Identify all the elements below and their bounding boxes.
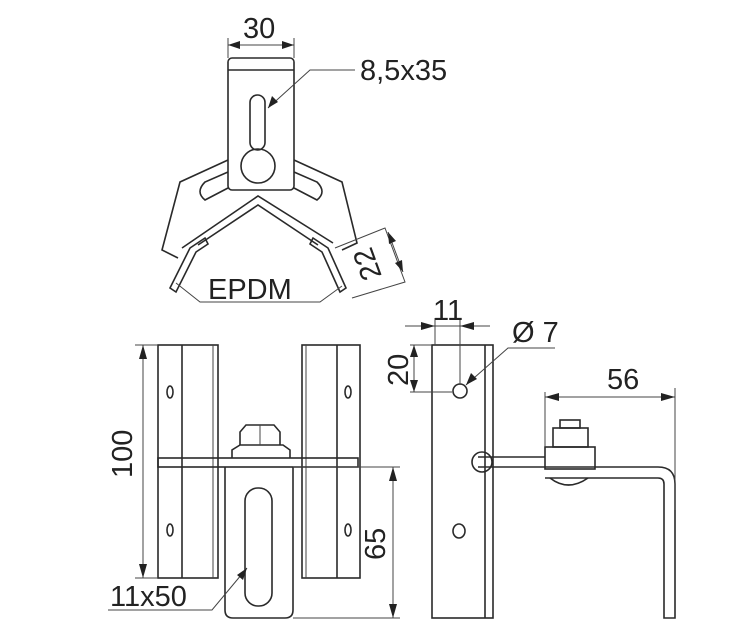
slot-11x50 xyxy=(244,487,273,607)
dim-100: 100 xyxy=(107,430,139,478)
clamp-plate xyxy=(227,57,295,191)
slot xyxy=(249,94,266,151)
dim-30: 30 xyxy=(243,13,275,45)
right-wing xyxy=(293,159,358,251)
dim-20: 20 xyxy=(383,354,415,386)
slot-label-top: 8,5x35 xyxy=(360,55,447,87)
slot-label-front: 11x50 xyxy=(110,581,187,613)
hook xyxy=(471,451,493,473)
epdm-label: EPDM xyxy=(208,274,292,306)
front-view: 100 65 11x50 xyxy=(107,344,400,619)
dim-22: 22 xyxy=(347,243,388,284)
left-profile xyxy=(157,344,219,579)
cross-bar xyxy=(157,457,359,468)
right-profile xyxy=(301,344,361,579)
washer xyxy=(231,444,291,458)
washer-side xyxy=(544,446,596,470)
right-gasket xyxy=(308,236,348,294)
left-gasket xyxy=(168,236,210,294)
hole-label: Ø 7 xyxy=(512,317,559,349)
nut-side xyxy=(552,427,589,448)
dim-56: 56 xyxy=(607,364,639,396)
hole-7 xyxy=(452,383,468,399)
left-wing xyxy=(161,159,229,259)
side-view: 11 Ø 7 20 56 xyxy=(383,295,676,619)
top-view: EPDM 30 8,5x35 22 xyxy=(161,13,447,306)
side-profile xyxy=(431,344,494,619)
bolt-head xyxy=(240,148,276,184)
center-plate xyxy=(224,467,294,619)
dim-11: 11 xyxy=(433,295,463,327)
dim-65: 65 xyxy=(360,528,392,560)
l-bracket xyxy=(545,466,676,619)
